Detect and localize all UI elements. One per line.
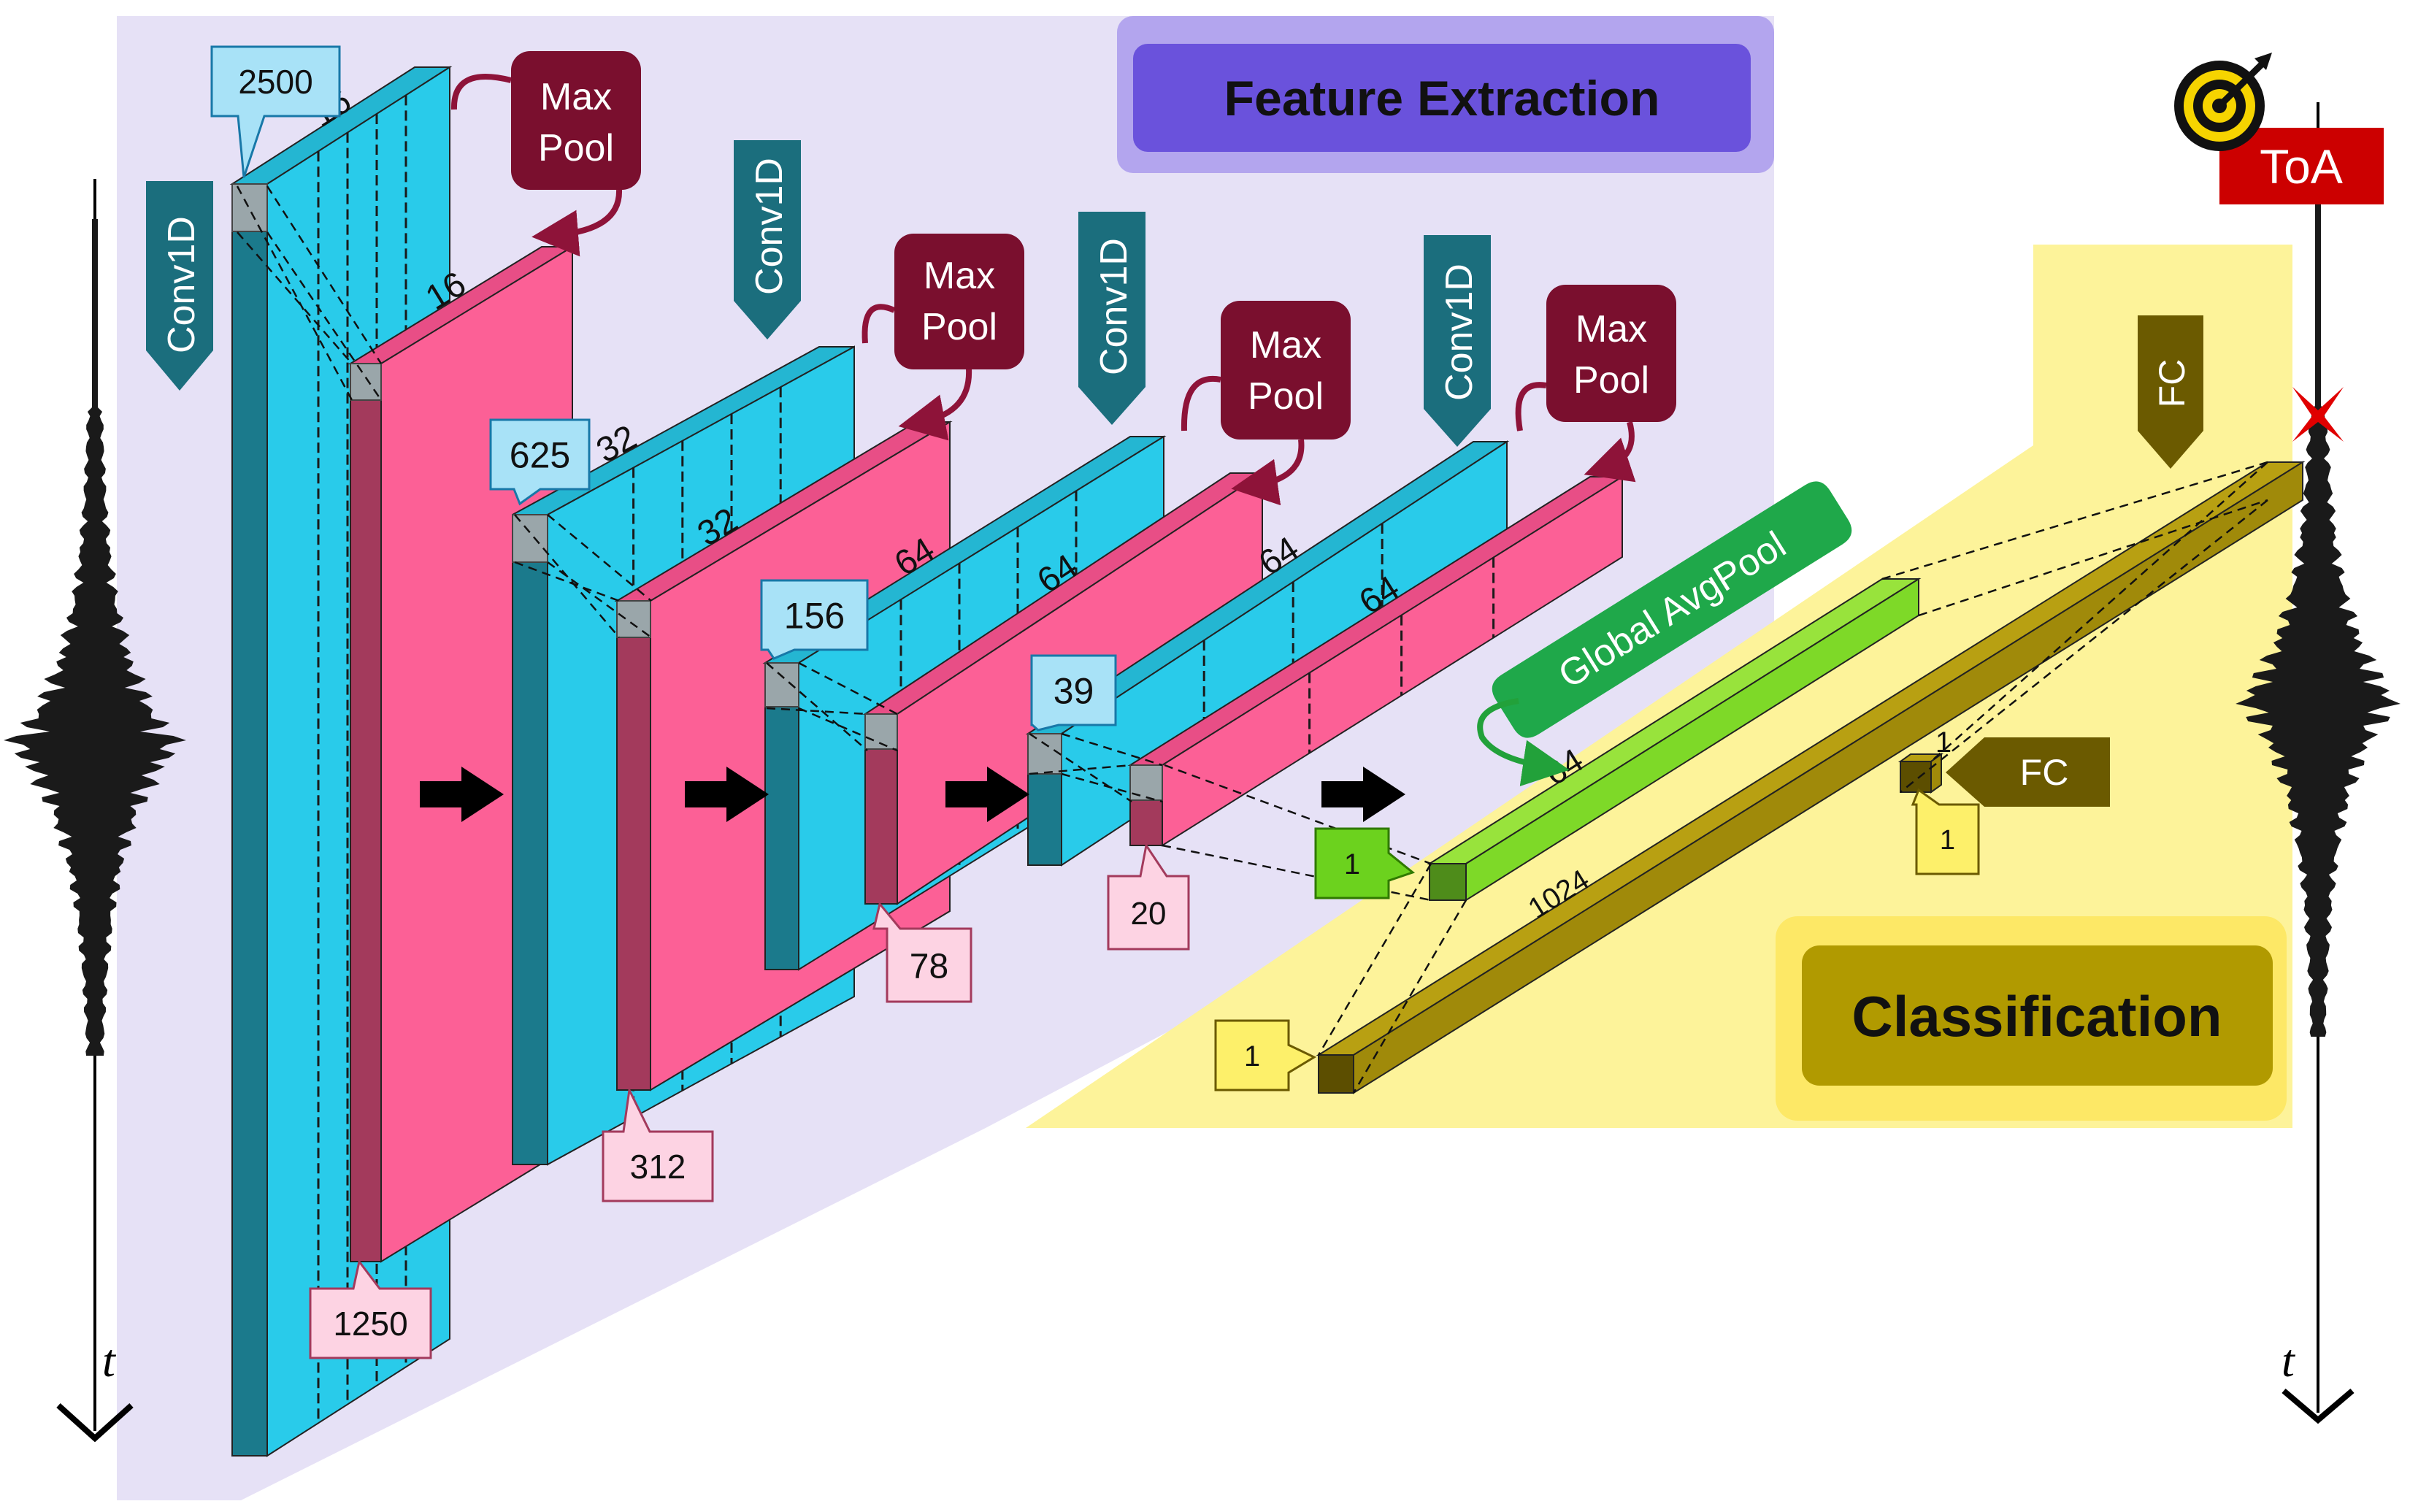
- label-156-text: 156: [784, 596, 845, 637]
- label-1250: 1250: [309, 1259, 432, 1359]
- receptive-field-lines: [236, 185, 383, 401]
- receptive-field-lines: [766, 661, 898, 752]
- label-78: 78: [872, 901, 972, 1003]
- label-312: 312: [602, 1086, 714, 1202]
- label-2500-text: 2500: [238, 63, 312, 101]
- label-gap-1: 1: [1314, 827, 1416, 899]
- label-625: 625: [489, 418, 591, 506]
- maxpool-4-line2: Pool: [1573, 359, 1649, 402]
- input-waveform: t: [4, 179, 186, 1443]
- label-2500: 2500: [210, 45, 341, 178]
- label-625-text: 625: [510, 435, 570, 476]
- output-waveform: t: [2236, 102, 2401, 1424]
- flow-arrow-3: [945, 767, 1029, 822]
- output-time-axis-label: t: [2282, 1335, 2296, 1386]
- maxpool-box-1: Max Pool: [450, 51, 641, 257]
- label-39-text: 39: [1054, 671, 1094, 712]
- maxpool-4-line1: Max: [1576, 308, 1647, 350]
- maxpool-2-line2: Pool: [921, 306, 997, 348]
- receptive-field-lines: [514, 514, 652, 639]
- maxpool-3-line2: Pool: [1248, 375, 1324, 418]
- classification-region: [1026, 245, 2292, 1128]
- conv1d-tag-3-text: Conv1D: [1093, 238, 1135, 375]
- flow-arrow-2: [685, 767, 769, 822]
- maxpool-2-line1: Max: [924, 255, 995, 297]
- label-20: 20: [1107, 843, 1190, 951]
- label-156: 156: [760, 579, 869, 660]
- conv1d-tag-2-text: Conv1D: [748, 158, 791, 295]
- input-time-axis-label: t: [102, 1335, 117, 1386]
- maxpool-box-4: Max Pool: [1515, 285, 1676, 483]
- label-39: 39: [1030, 654, 1117, 732]
- maxpool-1-line1: Max: [540, 76, 612, 118]
- flow-arrow-4: [1321, 767, 1405, 822]
- fc-1-units: 1: [1935, 726, 1952, 759]
- conv1d-tag-4-text: Conv1D: [1438, 264, 1481, 401]
- feature-extraction-title: Feature Extraction: [1224, 71, 1659, 126]
- pool-layer-4: 64: [1127, 475, 1625, 847]
- target-icon: [2174, 53, 2272, 151]
- maxpool-3-line1: Max: [1250, 324, 1321, 367]
- fc-1-layer: [1897, 753, 1944, 794]
- label-gap-1-text: 1: [1344, 848, 1360, 880]
- label-20-text: 20: [1131, 896, 1167, 932]
- toa-text: ToA: [2260, 139, 2343, 193]
- flow-arrows: [420, 767, 1405, 822]
- fc-tag-right: FC: [1946, 737, 2110, 807]
- label-1250-text: 1250: [333, 1305, 407, 1343]
- maxpool-box-2: Max Pool: [861, 234, 1024, 441]
- label-fc2-1-text: 1: [1940, 825, 1955, 856]
- fc-1024-layer: 1024: [1316, 461, 2306, 1094]
- conv1d-tag-1-text: Conv1D: [161, 216, 203, 353]
- label-78-text: 78: [910, 947, 948, 986]
- conv1d-tag-4: Conv1D: [1424, 235, 1491, 447]
- label-312-text: 312: [630, 1148, 686, 1186]
- fc-tag-right-text: FC: [2020, 752, 2069, 793]
- fc-tag-top: FC: [2138, 315, 2203, 469]
- flow-arrow-1: [420, 767, 504, 822]
- conv1d-tag-2: Conv1D: [734, 140, 801, 339]
- conv1d-tag-3: Conv1D: [1078, 212, 1145, 425]
- label-fc1-1: 1: [1214, 1019, 1317, 1091]
- classification-banner: Classification: [1776, 916, 2287, 1121]
- label-fc2-1: 1: [1911, 788, 1980, 875]
- fc-tag-top-text: FC: [2152, 359, 2192, 408]
- conv1d-tag-1: Conv1D: [146, 181, 213, 391]
- label-fc1-1-text: 1: [1244, 1040, 1260, 1072]
- classification-title: Classification: [1851, 984, 2222, 1048]
- receptive-field-lines: [1029, 732, 1163, 803]
- maxpool-box-3: Max Pool: [1181, 301, 1351, 506]
- global-avgpool-arrow: [1477, 698, 1570, 786]
- feature-extraction-banner: Feature Extraction: [1117, 16, 1774, 173]
- maxpool-1-line2: Pool: [538, 127, 614, 169]
- toa-marker-icon: [2292, 387, 2344, 442]
